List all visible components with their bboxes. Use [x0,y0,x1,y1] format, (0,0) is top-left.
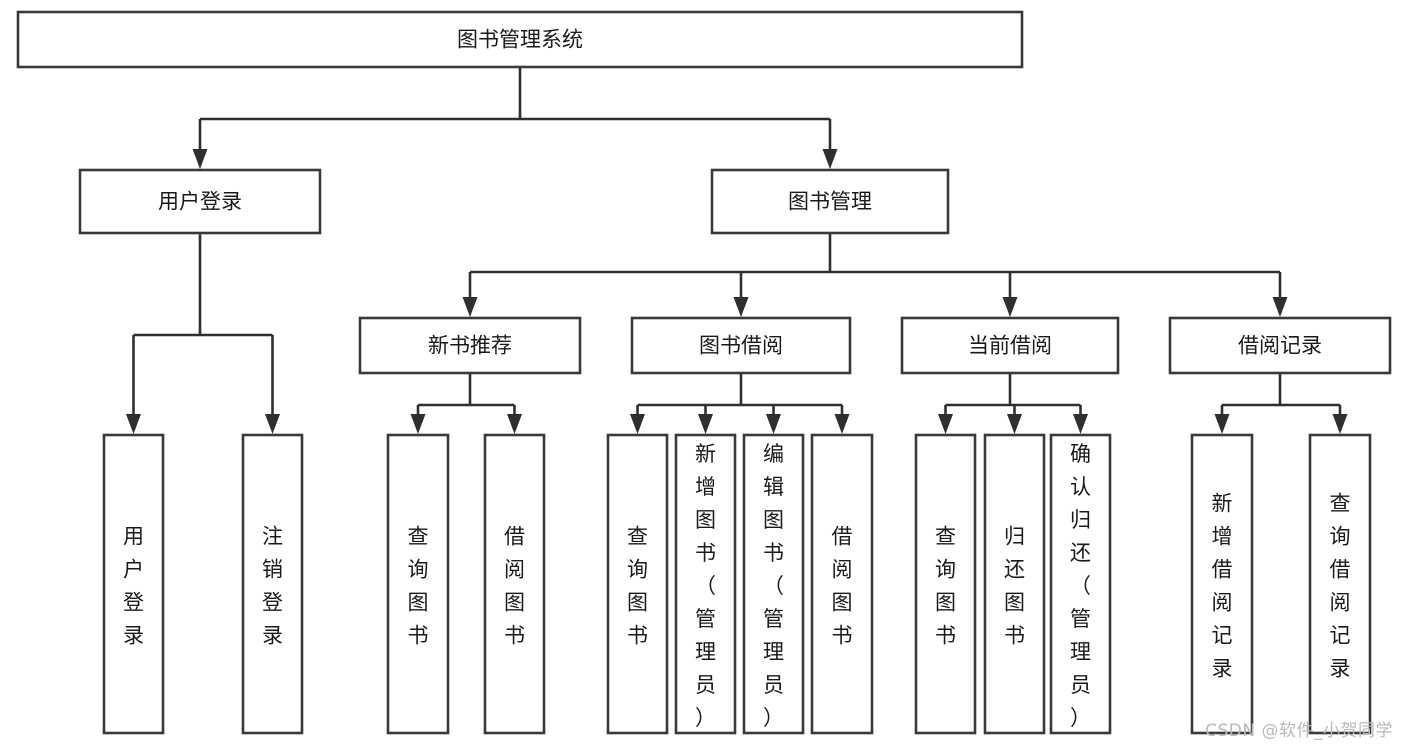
node-leaf-add-book-admin-label: 新增图书（管理员） [695,442,716,730]
node-leaf-logout-label: 注销登录 [262,525,283,648]
conn-book-manage-arrow-0 [462,297,478,317]
node-new-book-recommend-rect [358,316,582,375]
node-new-book-recommend[interactable]: 新书推荐 [358,316,582,375]
node-user-login-rect [78,168,322,235]
conn-current-borrow-arrow-2 [1073,414,1088,434]
node-leaf-borrow-book-label: 借阅图书 [832,525,853,648]
conn-book-borrow-arrow-3 [834,414,850,434]
node-root-rect [16,10,1024,69]
conn-current-borrow-arrow-1 [1007,414,1022,434]
node-root[interactable]: 图书管理系统 [16,10,1024,69]
conn-root-arrow-0 [192,149,208,169]
conn-root-arrow-1 [822,149,838,169]
node-leaf-logout-rect [241,433,304,735]
node-leaf-edit-book-admin-label: 编辑图书（管理员） [763,442,784,730]
node-leaf-add-book-admin-rect [674,433,737,735]
node-leaf-logout[interactable]: 注销登录 [241,433,304,735]
node-leaf-edit-book-admin-rect [742,433,805,735]
node-borrow-records[interactable]: 借阅记录 [1168,316,1392,375]
conn-book-manage-arrow-2 [1002,297,1018,317]
node-book-borrow-label: 图书借阅 [699,334,783,358]
node-leaf-query-book-current-label: 查询图书 [935,525,956,648]
node-leaf-user-login-label: 用户登录 [123,525,144,648]
node-leaf-user-login[interactable]: 用户登录 [102,433,165,735]
node-book-borrow[interactable]: 图书借阅 [630,316,852,375]
node-leaf-borrow-book[interactable]: 借阅图书 [810,433,874,735]
node-book-borrow-rect [630,316,852,375]
conn-new-book-recommend-arrow-1 [507,414,522,434]
node-leaf-query-book-recommend[interactable]: 查询图书 [386,433,450,735]
node-leaf-borrow-book-recommend[interactable]: 借阅图书 [483,433,546,735]
node-book-manage[interactable]: 图书管理 [710,168,950,235]
node-leaf-user-login-rect [102,433,165,735]
node-leaf-add-borrow-record-rect [1190,433,1254,735]
node-leaf-add-borrow-record-label: 新增借阅记录 [1212,492,1233,681]
node-leaf-return-book-label: 归还图书 [1004,525,1025,648]
node-leaf-query-book-recommend-label: 查询图书 [408,525,429,648]
node-current-borrow[interactable]: 当前借阅 [900,316,1120,375]
node-user-login-label: 用户登录 [158,190,242,214]
node-leaf-query-book-borrow-rect [606,433,669,735]
conn-user-login-arrow-0 [126,414,141,434]
node-leaf-query-book-borrow-label: 查询图书 [627,525,648,648]
conn-new-book-recommend-arrow-0 [410,414,426,434]
node-leaf-confirm-return-admin-rect [1049,433,1112,735]
boxes-layer: 图书管理系统用户登录图书管理新书推荐图书借阅当前借阅借阅记录用户登录注销登录查询… [16,10,1392,735]
node-borrow-records-rect [1168,316,1392,375]
conn-borrow-records-arrow-0 [1214,414,1230,434]
node-leaf-borrow-book-rect [810,433,874,735]
node-root-label: 图书管理系统 [457,28,583,52]
node-leaf-query-book-recommend-rect [386,433,450,735]
node-leaf-borrow-book-recommend-label: 借阅图书 [504,525,525,648]
node-leaf-query-book-borrow[interactable]: 查询图书 [606,433,669,735]
node-leaf-query-borrow-record-label: 查询借阅记录 [1330,492,1351,681]
node-leaf-query-borrow-record-rect [1308,433,1372,735]
conn-book-manage-arrow-3 [1272,297,1288,317]
node-borrow-records-label: 借阅记录 [1238,334,1322,358]
conn-user-login-arrow-1 [265,414,280,434]
conn-borrow-records-arrow-1 [1332,414,1348,434]
node-leaf-confirm-return-admin-label: 确认归还（管理员） [1070,442,1091,730]
node-leaf-query-borrow-record[interactable]: 查询借阅记录 [1308,433,1372,735]
conn-book-borrow-arrow-0 [630,414,645,434]
conn-book-borrow-arrow-2 [766,414,781,434]
node-leaf-query-book-current-rect [914,433,977,735]
node-new-book-recommend-label: 新书推荐 [428,334,512,358]
node-leaf-confirm-return-admin[interactable]: 确认归还（管理员） [1049,433,1112,735]
node-leaf-borrow-book-recommend-rect [483,433,546,735]
node-leaf-edit-book-admin[interactable]: 编辑图书（管理员） [742,433,805,735]
node-book-manage-label: 图书管理 [788,190,872,214]
node-leaf-return-book[interactable]: 归还图书 [983,433,1046,735]
node-leaf-add-book-admin[interactable]: 新增图书（管理员） [674,433,737,735]
node-book-manage-rect [710,168,950,235]
connectors-layer [126,67,1348,434]
node-current-borrow-rect [900,316,1120,375]
conn-book-borrow-arrow-1 [698,414,713,434]
conn-book-manage-arrow-1 [733,297,749,317]
node-leaf-return-book-rect [983,433,1046,735]
node-user-login[interactable]: 用户登录 [78,168,322,235]
node-leaf-add-borrow-record[interactable]: 新增借阅记录 [1190,433,1254,735]
node-current-borrow-label: 当前借阅 [968,334,1052,358]
conn-current-borrow-arrow-0 [938,414,953,434]
node-leaf-query-book-current[interactable]: 查询图书 [914,433,977,735]
